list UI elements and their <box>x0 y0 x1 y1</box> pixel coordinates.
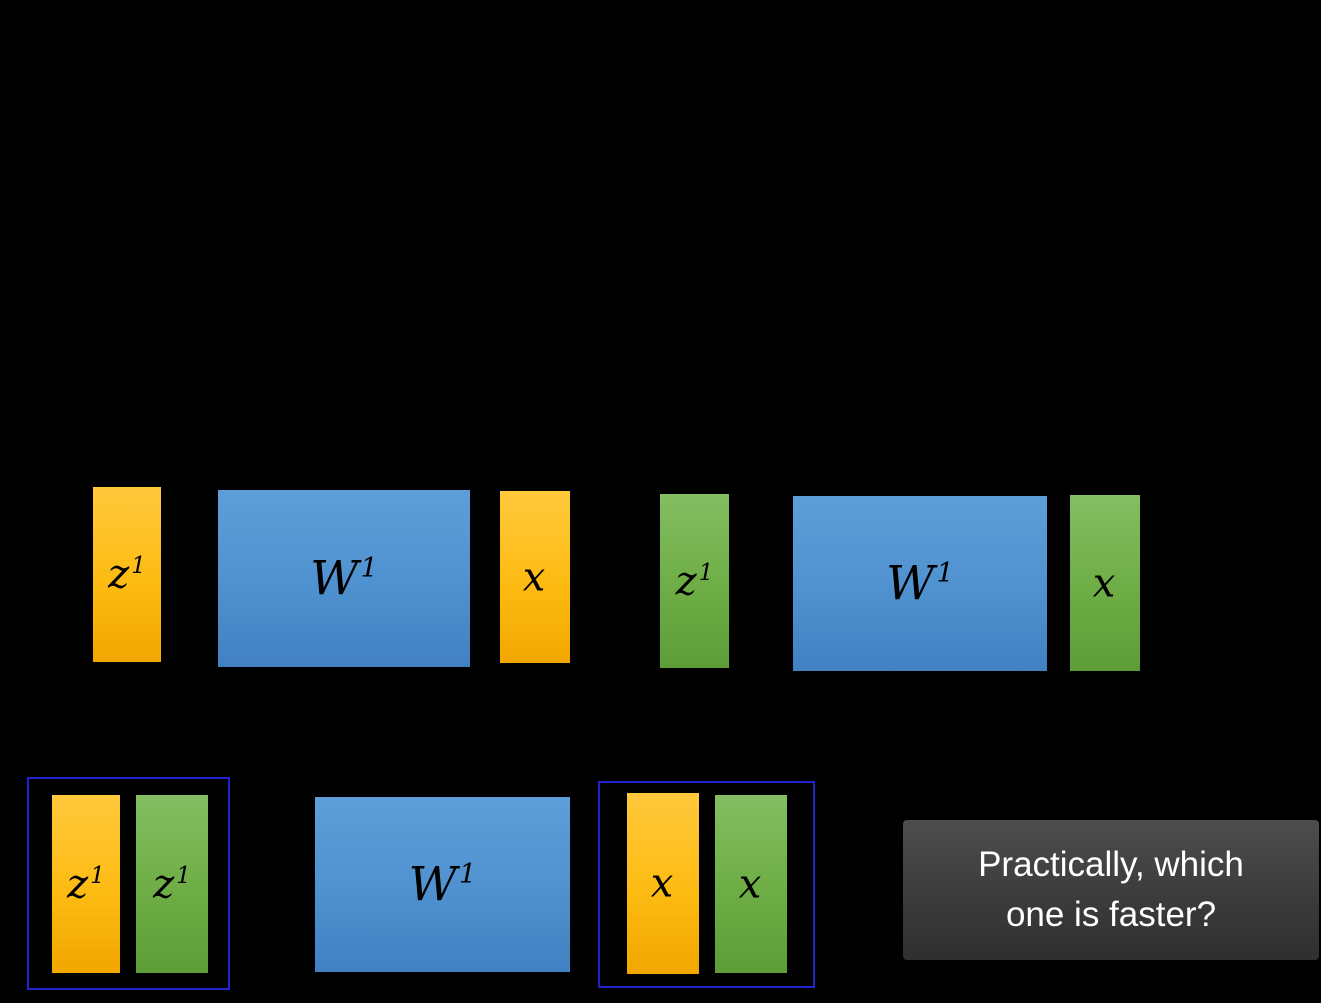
row1-weight-matrix-1: W1 <box>218 490 470 667</box>
row1-x-vector-yellow: x <box>500 491 570 663</box>
x-label: x <box>1092 560 1116 607</box>
w1-label: W1 <box>408 857 477 912</box>
row1-weight-matrix-2: W1 <box>793 496 1047 671</box>
z1-label: z1 <box>108 551 146 598</box>
z1-bar-yellow: z1 <box>52 795 120 973</box>
z1-label: z1 <box>153 861 191 908</box>
row2-weight-matrix-batched: W1 <box>315 797 570 972</box>
caption-box: Practically, which one is faster? <box>903 820 1319 960</box>
w1-label: W1 <box>310 551 378 606</box>
x-label: x <box>650 860 674 907</box>
batched-z-group: z1 z1 <box>27 777 230 990</box>
x-bar-yellow: x <box>627 793 699 974</box>
row1-z1-vector-green: z1 <box>660 494 729 668</box>
x-bar-green: x <box>715 795 787 973</box>
w1-label: W1 <box>886 556 954 611</box>
caption-text: Practically, which one is faster? <box>978 845 1244 934</box>
x-label: x <box>738 861 762 908</box>
z1-bar-green: z1 <box>136 795 208 973</box>
z1-label: z1 <box>675 558 714 605</box>
x-label: x <box>522 554 546 601</box>
batched-x-group: x x <box>598 781 815 988</box>
row1-x-vector-green: x <box>1070 495 1140 671</box>
z1-label: z1 <box>67 861 105 908</box>
row1-z1-vector-yellow: z1 <box>93 487 161 662</box>
